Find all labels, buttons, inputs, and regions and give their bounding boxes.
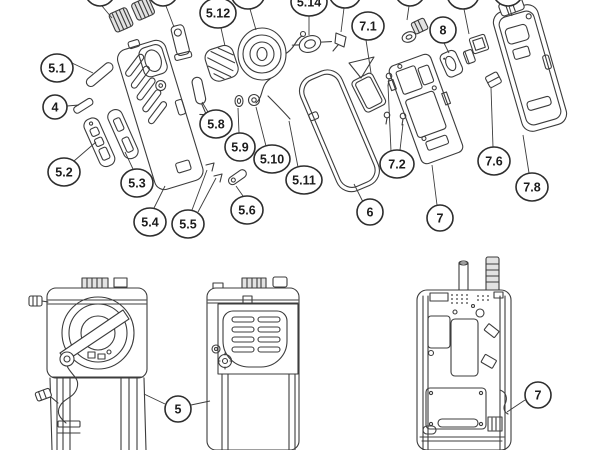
svg-text:8: 8 — [440, 24, 447, 38]
callout-5.1: 5.1 — [40, 53, 94, 83]
part-connector — [462, 49, 476, 65]
part-top-fittings — [401, 17, 429, 43]
callout-8: 8 — [429, 16, 457, 54]
part-speaker — [237, 27, 287, 81]
svg-text:7.8: 7.8 — [523, 181, 540, 195]
part-grommet-5-10 — [247, 93, 261, 107]
svg-text:5.9: 5.9 — [231, 141, 248, 155]
svg-text:5.2: 5.2 — [55, 166, 72, 180]
left-radio-open — [28, 277, 148, 450]
part-pad-7-1 — [351, 72, 387, 113]
svg-text:7.2: 7.2 — [388, 158, 405, 172]
part-channel-knob — [131, 0, 155, 21]
svg-text:5.3: 5.3 — [128, 177, 145, 191]
svg-text:5.8: 5.8 — [207, 118, 224, 132]
callout-5.5: 5.5 — [171, 169, 217, 239]
part-mic-8 — [439, 49, 464, 78]
svg-text:5.14: 5.14 — [297, 0, 321, 10]
part-clip-5-6 — [227, 169, 247, 186]
part-gasket-6 — [298, 69, 380, 193]
callout-partial — [329, 0, 361, 33]
part-front-housing — [116, 39, 204, 191]
svg-text:7: 7 — [437, 212, 444, 226]
callout-5.9: 5.9 — [224, 107, 256, 162]
callout-partial — [397, 0, 423, 21]
callout-5.10: 5.10 — [253, 106, 291, 174]
callout-partial — [495, 0, 521, 17]
svg-text:5: 5 — [175, 403, 182, 417]
svg-text:5.1: 5.1 — [48, 62, 65, 76]
svg-text:5.10: 5.10 — [260, 153, 284, 167]
callout-7: 7 — [506, 381, 552, 413]
callout-5.11: 5.11 — [285, 120, 323, 195]
svg-text:5.11: 5.11 — [292, 174, 316, 188]
svg-text:5.12: 5.12 — [206, 7, 230, 21]
part-wedge — [348, 56, 375, 79]
part-button-4 — [73, 97, 94, 114]
exploded-view — [73, 0, 568, 193]
callout-5.8: 5.8 — [199, 101, 233, 139]
callout-5.4: 5.4 — [133, 185, 167, 237]
part-bracket — [170, 24, 193, 62]
callout-5: 5 — [143, 393, 211, 423]
svg-text:7: 7 — [535, 389, 542, 403]
part-screws-7-2 — [383, 72, 407, 126]
callout-5.12: 5.12 — [199, 0, 237, 47]
callout-7: 7 — [426, 164, 454, 232]
right-radio-back — [416, 256, 512, 450]
part-keypad-seal — [468, 33, 490, 55]
part-volume-knob — [108, 7, 134, 33]
callout-7.6: 7.6 — [477, 87, 511, 176]
callout-5.2: 5.2 — [47, 141, 97, 187]
part-rear-housing-7-8 — [492, 4, 568, 132]
part-grille-mesh-5-12 — [204, 44, 239, 82]
part-screws-5-5 — [205, 162, 223, 183]
callout-5.14: 5.14 — [290, 0, 328, 35]
callout-5.3: 5.3 — [120, 151, 154, 198]
svg-text:5.4: 5.4 — [141, 216, 158, 230]
svg-text:4: 4 — [52, 101, 59, 115]
callout-4: 4 — [42, 94, 80, 120]
svg-text:6: 6 — [367, 206, 374, 220]
callout-6: 6 — [353, 183, 384, 226]
part-keypad-5-2 — [83, 117, 116, 168]
part-grommet-5-9 — [234, 94, 244, 108]
callout-partial — [447, 0, 479, 35]
svg-text:5.6: 5.6 — [238, 204, 255, 218]
callout-partial — [231, 0, 265, 31]
callout-7.1: 7.1 — [351, 11, 385, 74]
part-button-strip-5-3 — [107, 109, 139, 160]
part-block-7-6 — [485, 71, 502, 88]
svg-text:5.5: 5.5 — [179, 218, 196, 232]
middle-radio-front — [206, 276, 300, 450]
callout-partial — [150, 0, 176, 28]
svg-text:7.6: 7.6 — [485, 155, 502, 169]
part-seal-ring-5-14 — [291, 35, 332, 53]
callout-partial — [87, 0, 113, 19]
callout-7.2: 7.2 — [379, 84, 415, 179]
part-elbow-fitting — [332, 32, 347, 52]
svg-text:7.1: 7.1 — [359, 20, 376, 34]
part-side-trim-5-1 — [85, 62, 114, 88]
callout-5.6: 5.6 — [230, 185, 264, 225]
assembled-views — [28, 256, 512, 450]
callout-7.8: 7.8 — [515, 134, 549, 202]
